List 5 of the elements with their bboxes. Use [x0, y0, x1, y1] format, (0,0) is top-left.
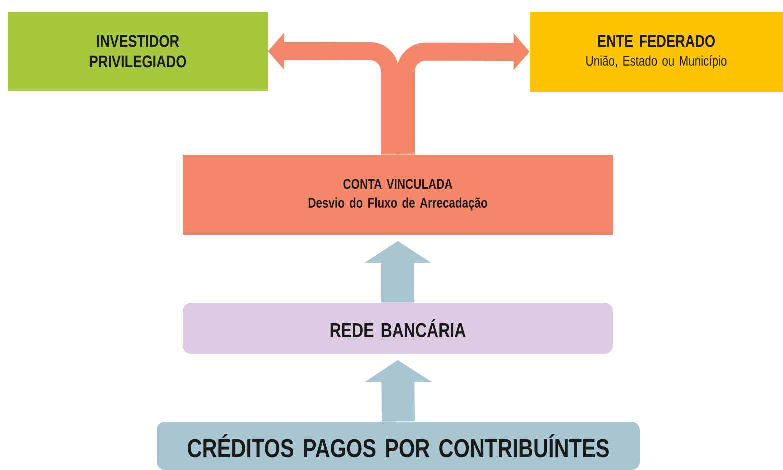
rounded-label-box: REDE BANCÁRIA — [183, 303, 613, 354]
label-box: INVESTIDOR PRIVILEGIADO — [8, 12, 268, 91]
rounded-label-box: CRÉDITOS PAGOS POR CONTRIBUÍNTES — [157, 422, 640, 470]
label-box: CONTA VINCULADA Desvio do Fluxo de Arrecadação — [183, 155, 613, 235]
label-box: ENTE FEDERADO União, Estado ou Município — [530, 12, 783, 92]
